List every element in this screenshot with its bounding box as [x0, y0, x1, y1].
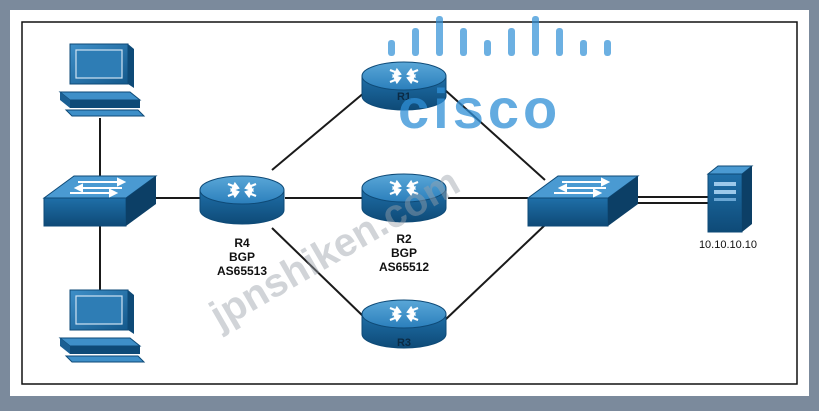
r2-protocol-label: BGP [391, 246, 417, 260]
r3-name-label: R3 [397, 337, 411, 349]
r4-name-label: R4 [234, 236, 250, 250]
router-r1 [361, 61, 447, 111]
router-arrows-icon [389, 305, 419, 323]
link-r4-r3 [271, 227, 366, 319]
cisco-wordmark: cisco [398, 77, 561, 140]
server-ip-label: 10.10.10.10 [699, 239, 757, 251]
r2-as-label: AS65512 [379, 260, 429, 274]
switch-arrows-icon [70, 177, 127, 198]
r4-as-label: AS65513 [217, 264, 267, 278]
router-r3 [361, 299, 447, 349]
cisco-logo-watermark: cisco [388, 16, 611, 140]
r1-name-label: R1 [397, 91, 411, 103]
pc-top [58, 43, 146, 117]
pc-bottom [58, 289, 146, 363]
link-r1-switch [444, 89, 546, 181]
server-icon [706, 165, 754, 233]
link-r3-switch [444, 224, 546, 321]
r4-protocol-label: BGP [229, 250, 255, 264]
router-arrows-icon [389, 67, 419, 85]
cisco-bars-icon [388, 16, 611, 56]
switch-right [526, 175, 640, 227]
links [99, 89, 708, 321]
switch-arrows-icon [554, 177, 611, 198]
link-r4-r1 [271, 91, 366, 171]
router-r4 [199, 175, 285, 225]
router-r2 [361, 173, 447, 223]
router-arrows-icon [227, 181, 257, 199]
diagram-border [21, 21, 798, 385]
switch-left [42, 175, 158, 227]
router-arrows-icon [389, 179, 419, 197]
r2-name-label: R2 [396, 232, 412, 246]
